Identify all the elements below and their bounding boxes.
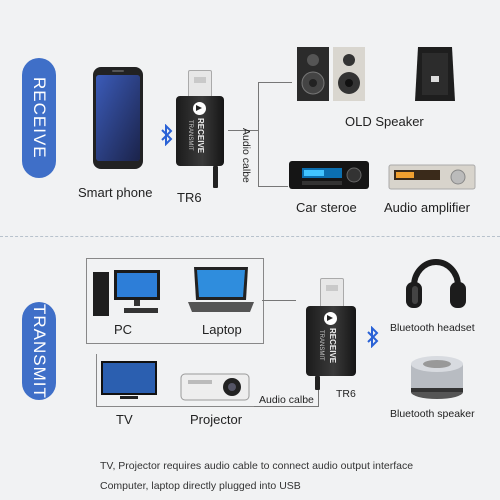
pc-label: PC — [114, 322, 133, 337]
bluetooth-speaker-illustration — [411, 356, 463, 399]
transmit-section-pill: TRANSMIT — [22, 302, 56, 400]
bookshelf-speakers-illustration — [297, 47, 365, 101]
dongle-cable-transmit — [315, 376, 320, 390]
tv-label: TV — [116, 412, 133, 427]
play-logo-icon — [193, 102, 206, 115]
note-line-1: TV, Projector requires audio cable to co… — [100, 460, 414, 472]
usb-devices-frame — [86, 258, 264, 344]
car-stereo-illustration — [289, 161, 369, 189]
receive-section-label: RECEIVE — [30, 77, 49, 159]
tv-illustration — [101, 361, 157, 399]
projector-illustration — [180, 373, 250, 401]
section-divider — [0, 236, 500, 237]
dongle-cable — [213, 166, 218, 188]
receive-section-pill: RECEIVE — [22, 58, 56, 178]
transmit-section-label: TRANSMIT — [30, 303, 49, 399]
note-line-2: Computer, laptop directly plugged into U… — [100, 480, 301, 492]
pa-speaker-illustration — [415, 47, 455, 101]
audio-devices-frame — [96, 354, 255, 407]
bluetooth-icon — [161, 124, 173, 146]
old-speaker-label: OLD Speaker — [345, 114, 424, 129]
dongle-receive-text-transmit: RECEIVE — [328, 328, 337, 364]
laptop-illustration — [188, 267, 254, 312]
projector-label: Projector — [190, 412, 243, 427]
car-stereo-label: Car steroe — [296, 200, 357, 215]
laptop-label: Laptop — [202, 322, 242, 337]
transmit-audio-cable-label: Audio calbe — [259, 394, 314, 406]
tr6-dongle-transmit: RECEIVE TRANSMIT — [306, 306, 356, 376]
smartphone-illustration — [93, 67, 143, 169]
dongle-transmit-text: TRANSMIT — [187, 120, 193, 151]
bluetooth-headset-label: Bluetooth headset — [390, 322, 475, 334]
audio-amplifier-illustration — [388, 164, 476, 190]
smart-phone-label: Smart phone — [78, 185, 153, 200]
tr6-label: TR6 — [177, 190, 202, 205]
bluetooth-headset-illustration — [406, 259, 466, 308]
play-logo-icon-transmit — [324, 312, 337, 325]
usb-plug — [188, 70, 212, 100]
bluetooth-speaker-label: Bluetooth speaker — [390, 408, 475, 420]
dongle-transmit-text-transmit: TRANSMIT — [318, 330, 324, 361]
tr6-dongle: RECEIVE TRANSMIT — [176, 96, 224, 166]
bluetooth-icon-transmit — [367, 326, 379, 348]
audio-cable-label: Audio calbe — [240, 128, 252, 183]
transmit-tr6-label: TR6 — [336, 388, 356, 400]
usb-plug-transmit — [320, 278, 344, 310]
audio-amplifier-label: Audio amplifier — [384, 200, 470, 215]
dongle-receive-text: RECEIVE — [196, 118, 205, 154]
desktop-pc-illustration — [93, 270, 160, 316]
